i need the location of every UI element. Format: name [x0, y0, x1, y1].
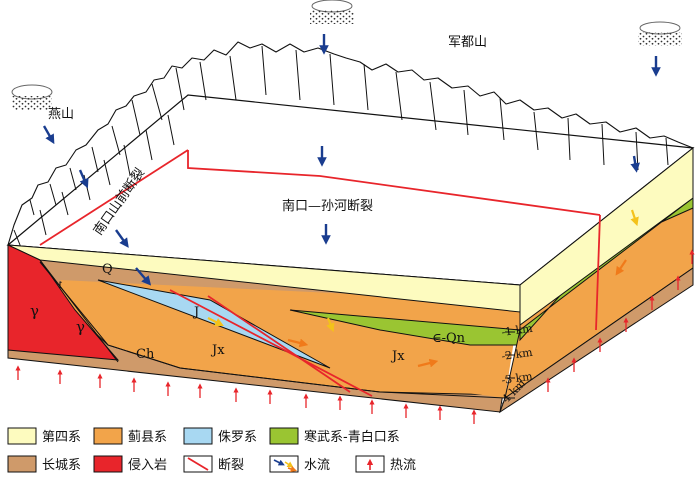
- legend-fault-icon: [187, 457, 209, 471]
- depth-label-1: -1 km: [501, 322, 534, 339]
- label-Jx-right: Jx: [390, 349, 405, 364]
- legend-swatch-quaternary: [7, 427, 37, 445]
- legend-label-cambrian: 寒武系-青白口系: [304, 429, 400, 445]
- label-Ch: Ch: [136, 347, 155, 362]
- label-Qn: ∈-Qn: [432, 331, 466, 346]
- jurassic-wedge: [97, 279, 331, 369]
- legend-label-quaternary: 第四系: [42, 430, 81, 445]
- label-J: J: [192, 305, 199, 320]
- legend-swatch-jixian: [93, 427, 123, 445]
- depth-label-2: -2 km: [501, 346, 534, 363]
- mountain-base-line: [7, 94, 694, 246]
- legend-label-jurassic: 侏罗系: [218, 430, 257, 445]
- groundwater-arrows: [207, 209, 639, 368]
- legend: 第四系 蓟县系 侏罗系 寒武系-青白口系 长城系 侵入岩 断裂 水流 热流: [7, 427, 416, 473]
- label-gamma-1: γ: [30, 302, 39, 320]
- water-flow-arrows: [42, 34, 661, 286]
- legend-swatch-changcheng: [7, 455, 37, 473]
- rain-cloud-right: [638, 21, 682, 46]
- legend-label-fault: 断裂: [218, 458, 244, 473]
- changcheng-layer-right: [499, 267, 694, 414]
- quaternary-layer-right: [519, 146, 694, 326]
- label-gamma-2: γ: [76, 318, 85, 336]
- rain-cloud-middle: [310, 0, 354, 24]
- legend-swatch-cambrian: [269, 427, 299, 445]
- depth-ticks: [505, 331, 515, 399]
- label-Q: Q: [102, 262, 113, 277]
- legend-water-flow-icon: [273, 459, 298, 473]
- nankou-sunhe-fault: [187, 150, 601, 216]
- label-yanshan: 燕山: [48, 107, 74, 122]
- label-Jx-left: Jx: [210, 343, 225, 358]
- rain-cloud-left: [11, 84, 53, 110]
- nankou-front-fault: [39, 149, 189, 246]
- depth-label-3: -3 km: [501, 370, 534, 387]
- cambrian-layer-front: [289, 309, 521, 346]
- label-jundushan: 军都山: [448, 35, 487, 50]
- legend-label-changcheng: 长城系: [42, 458, 81, 473]
- heat-flow-arrows: [15, 249, 695, 424]
- legend-label-heat: 热流: [390, 458, 416, 473]
- legend-label-jixian: 蓟县系: [128, 430, 167, 445]
- legend-label-intrusive: 侵入岩: [128, 457, 167, 473]
- legend-label-water: 水流: [304, 458, 330, 473]
- intrusive-body: [7, 244, 120, 361]
- legend-swatch-intrusive: [93, 455, 123, 473]
- label-nankou-sunhe-fault: 南口—孙河断裂: [282, 198, 373, 214]
- legend-swatch-jurassic: [183, 427, 213, 445]
- fault-lines: [39, 149, 601, 397]
